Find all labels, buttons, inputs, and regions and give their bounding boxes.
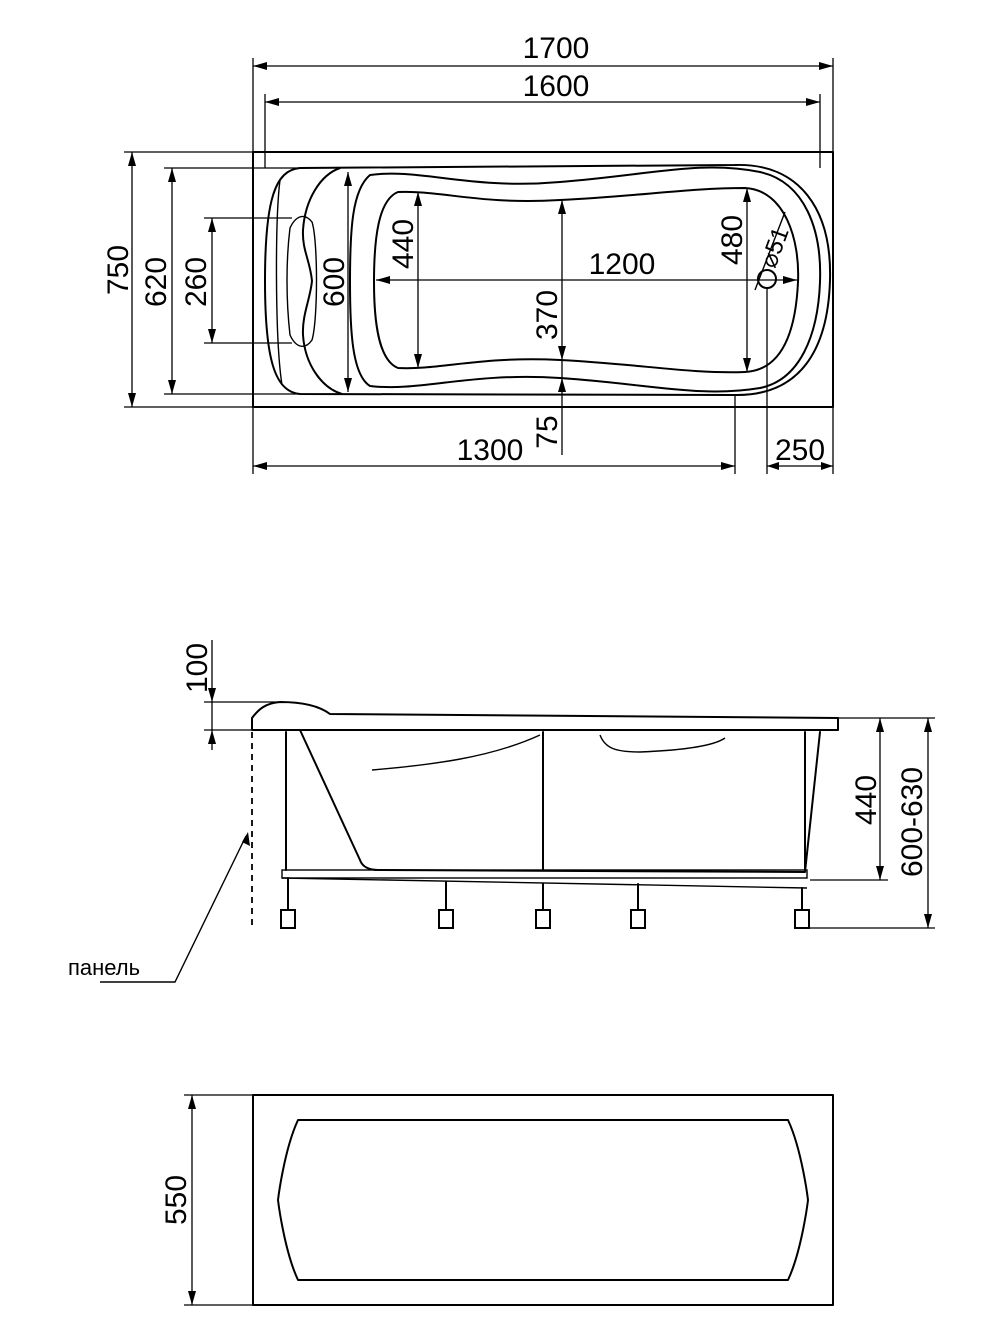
dim-drain-from-end: 250 [775, 434, 825, 467]
top-view-headrest-pad [286, 215, 318, 347]
top-view-basin-outer [349, 166, 822, 393]
panel-leader [100, 835, 247, 983]
top-view-headrest [301, 167, 343, 395]
top-view: 1700 1600 750 620 260 600 440 [102, 32, 834, 474]
dim-bottom-width-head: 440 [387, 219, 420, 269]
side-view-frame [281, 869, 808, 879]
side-view: панель 100 440 600-630 [68, 640, 935, 983]
dim-bottom-depth: 440 [850, 775, 883, 825]
dim-headrest-width: 260 [180, 257, 213, 307]
dim-drain-position: 1300 [457, 434, 524, 467]
dim-bottom-length: 1200 [589, 248, 656, 281]
dim-overall-width: 750 [102, 245, 135, 295]
drain-icon [757, 269, 777, 289]
dim-total-height: 600-630 [896, 767, 929, 877]
panel-view: 550 [160, 1094, 834, 1306]
dim-drain-diameter: ⌀51 [755, 223, 794, 271]
side-view-contour-right [599, 734, 726, 753]
side-view-contour-left [371, 734, 541, 771]
panel-label: панель [68, 955, 140, 980]
dim-panel-height: 550 [160, 1175, 193, 1225]
dim-inner-width: 620 [140, 257, 173, 307]
dim-bottom-width-mid: 370 [531, 290, 564, 340]
dim-rim-width: 600 [318, 257, 351, 307]
side-view-tub-body [299, 729, 821, 873]
panel-outline [252, 1094, 834, 1306]
dim-bottom-width-foot: 480 [716, 215, 749, 265]
top-view-outer-rim [252, 151, 834, 408]
top-view-headrest-rim [275, 179, 283, 386]
panel-inset [277, 1119, 809, 1281]
top-view-basin-inner [373, 187, 800, 374]
top-view-inner-outline [264, 163, 832, 397]
dim-overall-length: 1700 [523, 32, 590, 65]
dim-inner-length: 1600 [523, 70, 590, 103]
dim-headrest-height: 100 [181, 643, 214, 693]
side-view-legs [280, 877, 810, 929]
side-view-rim [251, 701, 839, 731]
dim-drain-offset: 75 [531, 415, 564, 448]
